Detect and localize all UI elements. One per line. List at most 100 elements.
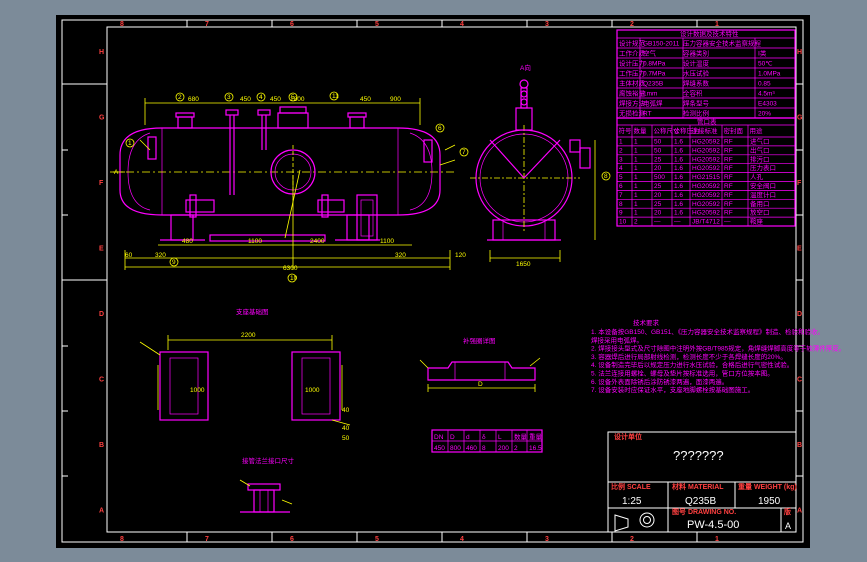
zone-label-right: B [797, 442, 802, 449]
nozzle-cell: 人孔 [750, 173, 764, 181]
bottom-dim-label: 480 [182, 238, 193, 245]
nozzle-cell: 温度计口 [750, 190, 776, 199]
support-detail-title: 支座基础图 [236, 307, 269, 316]
nozzle-cell: 放空口 [750, 208, 770, 217]
nozzle-cell: — [724, 219, 731, 226]
tech-cell: 容器类别 [683, 49, 709, 58]
tech-cell: 20% [758, 111, 771, 118]
note-line: 焊接采用电弧焊。 [591, 335, 643, 344]
nozzle-cell: RF [724, 156, 733, 163]
nozzle-cell: 25 [654, 156, 662, 163]
right-offset-dim: 320 [395, 252, 406, 259]
drawing-no-value: PW-4.5-00 [687, 519, 739, 531]
nozzle-cell: 1 [634, 156, 638, 163]
support-small-3: 50 [342, 435, 350, 442]
bottom-dim-label: 2400 [310, 238, 325, 245]
tech-cell: 设计温度 [683, 59, 710, 68]
zone-label-left: H [99, 49, 104, 56]
nozzle-table [616, 117, 796, 227]
nozzle-cell: 4 [619, 165, 623, 172]
tech-cell: 无损检测 [619, 109, 646, 118]
outer-border [61, 19, 804, 543]
nozzle-cell: 1 [634, 201, 638, 208]
small-table-header: δ [482, 434, 486, 441]
item-marker-circle [601, 171, 611, 181]
zone-label-bottom: 6 [290, 536, 294, 543]
right-end-dim: 120 [455, 252, 466, 259]
zone-label-bottom: 5 [375, 536, 379, 543]
tank-elevation-view [110, 98, 456, 270]
scale-value: 1:25 [622, 496, 642, 507]
zone-label-left: E [99, 246, 104, 253]
nozzle-cell: HG20592 [692, 156, 720, 163]
tech-cell: 0.7MPa [643, 71, 666, 78]
item-marker-circle [224, 92, 234, 102]
zone-label-right: C [797, 377, 802, 384]
note-line: 4. 设备制造完毕后以规定压力进行水压试验，合格后进行气密性试验。 [591, 360, 793, 369]
tank-side-view [470, 79, 596, 262]
nozzle-cell: RF [724, 183, 733, 190]
nozzle-cell: 25 [654, 201, 662, 208]
nozzle-cell: 1 [634, 165, 638, 172]
nozzle-cell: 备用口 [750, 199, 770, 208]
small-table-header: D [450, 434, 455, 441]
item-marker-label: 10 [290, 275, 298, 282]
nozzle-cell: — [674, 219, 681, 226]
zone-label-bottom: 4 [460, 536, 464, 543]
tech-cell: 空气 [643, 49, 657, 58]
nozzle-cell: RF [724, 201, 733, 208]
nozzle-cell: HG20592 [692, 139, 720, 146]
zone-label-left: B [99, 442, 104, 449]
zone-label-bottom: 8 [120, 536, 124, 543]
nozzle-header: 连接标准 [692, 126, 719, 135]
nozzle-cell: 1 [634, 183, 638, 190]
small-table-cell: 2 [514, 445, 518, 452]
zone-label-right: A [797, 508, 802, 515]
tech-cell: 4.5m³ [758, 91, 775, 98]
tech-cell: 工作压力 [619, 69, 645, 78]
tech-cell: 水压试验 [683, 69, 710, 78]
note-line: 5. 法兰连接用螺栓、螺母及垫片按标准选用，管口方位按本图。 [591, 369, 774, 378]
drawing-sheet [56, 15, 810, 548]
nozzle-header: 公称压力 [674, 126, 700, 135]
nozzle-cell: HG21515 [692, 174, 720, 181]
nozzle-cell: 1.6 [674, 210, 683, 217]
nozzle-cell: 20 [654, 210, 662, 217]
zone-label-left: D [99, 311, 104, 318]
zone-label-top: 1 [715, 21, 719, 28]
tech-cell: 工作介质 [619, 49, 646, 58]
nozzle-header: 符号 [619, 126, 633, 135]
item-marker-label: 2 [178, 94, 182, 101]
zone-label-top: 6 [290, 21, 294, 28]
nozzle-cell: 安全阀口 [750, 181, 776, 190]
rev-value: A [785, 521, 791, 531]
tech-cell: 腐蚀裕量 [619, 89, 646, 98]
scale-label: 比例 SCALE [611, 482, 651, 491]
nozzle-cell: 25 [654, 183, 662, 190]
nozzle-cell: 8 [619, 201, 623, 208]
tech-cell: RT [643, 111, 652, 118]
title-block [607, 431, 797, 533]
support-detail-view [139, 335, 351, 426]
tech-cell: 1.0MPa [758, 71, 781, 78]
zone-label-top: 2 [630, 21, 634, 28]
top-dim-label: 450 [360, 96, 371, 103]
overall-length-dim: 6300 [283, 265, 298, 272]
tech-cell: 焊条型号 [683, 99, 710, 108]
nozzle-header: 数量 [634, 126, 648, 135]
zone-label-left: F [99, 180, 104, 187]
zone-label-right: F [797, 180, 802, 187]
note-line: 7. 设备安装时应保证水平，支座地脚螺栓按基础图施工。 [591, 385, 754, 394]
technical-notes: 1. 本设备按GB150、GB151、《压力容器安全技术监察规程》制造、检验和验… [591, 327, 845, 394]
nozzle-cell: 1.6 [674, 201, 683, 208]
nozzle-cell: 出气口 [750, 145, 770, 154]
company-label: 设计单位 [614, 432, 642, 441]
nozzle-cell: 1 [634, 174, 638, 181]
nozzle-flange-detail [239, 479, 293, 513]
support-small-1: 40 [342, 407, 350, 414]
nozzle-cell: 排污口 [750, 154, 770, 163]
